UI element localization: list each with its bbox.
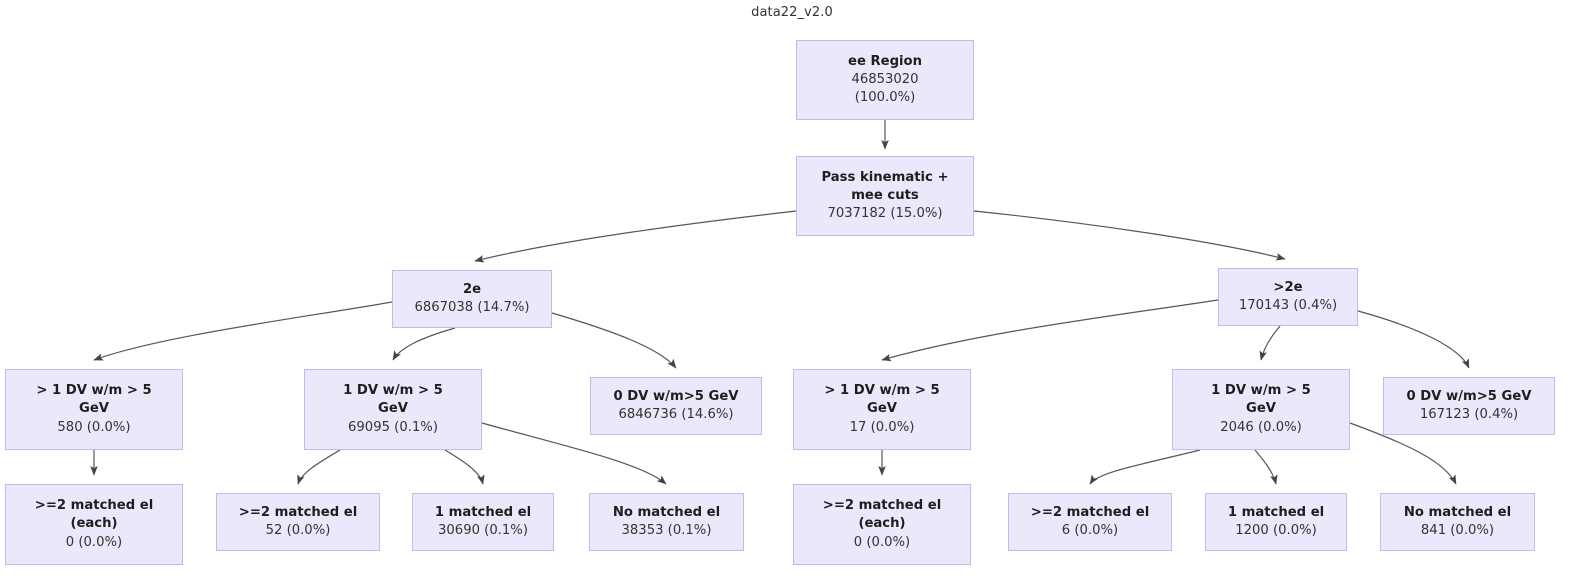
node-stat: 1200 (0.0%) xyxy=(1235,523,1317,538)
node-stat: 52 (0.0%) xyxy=(265,523,331,538)
edge-gt_two_e-to-gt2e_gt1dv xyxy=(881,299,1219,362)
node-label: 1 DV w/m > 5 GeV xyxy=(343,383,443,417)
node-label: 1 matched el xyxy=(1227,504,1325,520)
node-stat: 2046 (0.0%) xyxy=(1220,419,1302,435)
edge-two_e-to-2e_gt1dv xyxy=(93,301,393,361)
node-stat: 6867038 (14.7%) xyxy=(414,300,530,315)
node-stat: 38353 (0.1%) xyxy=(621,523,712,538)
edge-2e_1dv-to-2e_1dv_1match xyxy=(444,449,485,485)
node-stat: 30690 (0.1%) xyxy=(438,523,528,538)
node-2e_1dv[interactable]: 1 DV w/m > 5 GeV 69095 (0.1%) xyxy=(304,369,482,450)
node-stat: 69095 (0.1%) xyxy=(348,419,438,435)
node-stat: 6 (0.0%) xyxy=(1061,523,1119,538)
node-label: 1 DV w/m > 5 GeV xyxy=(1211,383,1311,417)
node-label: Pass kinematic + mee cuts xyxy=(821,169,949,203)
node-gt2e_0dv[interactable]: 0 DV w/m>5 GeV 167123 (0.4%) xyxy=(1383,377,1555,435)
node-label: 0 DV w/m>5 GeV xyxy=(613,388,739,404)
edge-gt2e_1dv-to-gt2e_1dv_1match xyxy=(1254,449,1278,485)
node-gt2e_gt1dv[interactable]: > 1 DV w/m > 5 GeV 17 (0.0%) xyxy=(793,369,971,450)
node-two_e[interactable]: 2e 6867038 (14.7%) xyxy=(392,270,552,328)
edge-gt_two_e-to-gt2e_0dv xyxy=(1357,310,1470,369)
node-label: ee Region xyxy=(848,53,922,69)
node-label: >=2 matched el xyxy=(238,504,358,520)
node-stat: 167123 (0.4%) xyxy=(1419,407,1519,422)
node-gt2e_1dv_ge2match[interactable]: >=2 matched el 6 (0.0%) xyxy=(1008,493,1172,551)
node-stat: 170143 (0.4%) xyxy=(1238,298,1338,313)
node-label: 0 DV w/m>5 GeV xyxy=(1406,388,1532,404)
node-2e_1dv_1match[interactable]: 1 matched el 30690 (0.1%) xyxy=(412,493,554,551)
edge-two_e-to-2e_0dv xyxy=(551,312,677,369)
node-label: 1 matched el xyxy=(434,504,532,520)
node-2e_1dv_nomatch[interactable]: No matched el 38353 (0.1%) xyxy=(589,493,744,551)
node-2e_gt1dv[interactable]: > 1 DV w/m > 5 GeV 580 (0.0%) xyxy=(5,369,183,450)
node-label: > 1 DV w/m > 5 GeV xyxy=(36,383,152,417)
node-label: 2e xyxy=(462,281,482,297)
node-gt_two_e[interactable]: >2e 170143 (0.4%) xyxy=(1218,268,1358,326)
node-stat: 0 (0.0%) xyxy=(65,534,123,550)
edge-two_e-to-2e_1dv xyxy=(392,327,456,361)
node-label: No matched el xyxy=(1403,504,1512,520)
node-label: > 1 DV w/m > 5 GeV xyxy=(824,383,940,417)
node-label: No matched el xyxy=(612,504,721,520)
node-gt2e_1dv[interactable]: 1 DV w/m > 5 GeV 2046 (0.0%) xyxy=(1172,369,1350,450)
edge-2e_1dv-to-2e_1dv_ge2match xyxy=(297,449,341,485)
node-pass_kinematic[interactable]: Pass kinematic + mee cuts 7037182 (15.0%) xyxy=(796,156,974,236)
node-stat: 17 (0.0%) xyxy=(849,419,915,435)
node-stat: 580 (0.0%) xyxy=(57,419,131,435)
node-gt2e_1dv_1match[interactable]: 1 matched el 1200 (0.0%) xyxy=(1205,493,1347,551)
node-gt2e_gt1dv_ge2match[interactable]: >=2 matched el (each) 0 (0.0%) xyxy=(793,484,971,565)
node-stat: 46853020 (100.0%) xyxy=(851,71,919,106)
node-stat: 841 (0.0%) xyxy=(1420,523,1495,538)
node-2e_0dv[interactable]: 0 DV w/m>5 GeV 6846736 (14.6%) xyxy=(590,377,762,435)
node-label: >=2 matched el xyxy=(1030,504,1150,520)
edge-gt_two_e-to-gt2e_1dv xyxy=(1259,325,1281,361)
node-stat: 6846736 (14.6%) xyxy=(618,407,734,422)
node-ee_region[interactable]: ee Region 46853020 (100.0%) xyxy=(796,40,974,120)
node-label: >=2 matched el (each) xyxy=(34,498,154,532)
page-title: data22_v2.0 xyxy=(751,5,833,20)
edge-gt2e_1dv-to-gt2e_1dv_ge2match xyxy=(1089,449,1201,485)
node-gt2e_1dv_nomatch[interactable]: No matched el 841 (0.0%) xyxy=(1380,493,1535,551)
node-2e_gt1dv_ge2match[interactable]: >=2 matched el (each) 0 (0.0%) xyxy=(5,484,183,565)
node-2e_1dv_ge2match[interactable]: >=2 matched el 52 (0.0%) xyxy=(216,493,380,551)
node-label: >2e xyxy=(1273,279,1303,295)
edge-pass_kinematic-to-two_e xyxy=(474,210,797,263)
node-stat: 0 (0.0%) xyxy=(853,534,911,550)
node-label: >=2 matched el (each) xyxy=(822,498,942,532)
node-stat: 7037182 (15.0%) xyxy=(827,206,943,222)
edge-pass_kinematic-to-gt_two_e xyxy=(973,210,1286,261)
